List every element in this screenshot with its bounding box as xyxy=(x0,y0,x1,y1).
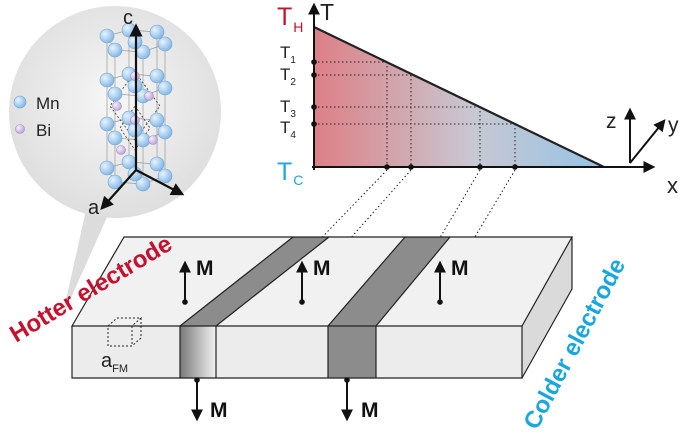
temperature-graph: T x TH T1 T2 T3 T4 TC xyxy=(277,0,678,198)
unit-cell-cube xyxy=(107,317,143,347)
coordinate-axes: z y xyxy=(606,107,679,164)
bubble-pointer xyxy=(62,188,120,318)
mn-legend-marker xyxy=(13,95,27,109)
t1-label: T1 xyxy=(280,43,296,66)
bi-legend-label: Bi xyxy=(36,121,51,140)
c-axis-label: c xyxy=(123,7,133,29)
mn-atom xyxy=(157,168,173,184)
magnetization-down-1: M xyxy=(191,377,228,422)
magnetization-up-3: M xyxy=(434,257,469,305)
mn-atom xyxy=(149,68,165,84)
b-axis-arrow xyxy=(135,169,185,196)
a-axis-label: a xyxy=(88,197,100,219)
mn-atom xyxy=(149,112,165,128)
magnetization-label: M xyxy=(210,399,228,422)
t2-label: T2 xyxy=(280,65,296,88)
ferromagnetic-slab: aFM xyxy=(70,236,574,379)
magnetization-label: M xyxy=(451,257,469,280)
level-dots xyxy=(311,59,518,170)
magnetization-down-2: M xyxy=(341,377,379,422)
mn-atom xyxy=(99,160,115,176)
t-hot-label: TH xyxy=(277,3,303,35)
level-guides xyxy=(314,61,516,167)
mn-atom xyxy=(157,36,173,52)
lattice-parameter-label: aFM xyxy=(101,350,128,375)
magnetization-up-2: M xyxy=(296,257,331,305)
bi-atom xyxy=(116,145,126,155)
t-axis-label: T xyxy=(320,0,334,25)
mn-atom xyxy=(99,116,115,132)
mn-atom xyxy=(99,72,115,88)
slab-right-face xyxy=(522,237,572,378)
mn-atom xyxy=(107,86,123,102)
bi-atom xyxy=(144,91,154,101)
mn-atom xyxy=(157,80,173,96)
magnetization-up-1: M xyxy=(179,257,214,305)
temperature-profile-line xyxy=(313,26,605,168)
z-axis-label: z xyxy=(606,110,617,133)
t-cold-label: TC xyxy=(277,158,303,188)
magnetization-label: M xyxy=(196,257,214,280)
slab-top-face xyxy=(72,237,572,326)
domain-wall-2-front xyxy=(328,326,376,378)
domain-wall-2-top xyxy=(328,237,450,326)
mn-atom xyxy=(149,24,165,40)
t3-label: T3 xyxy=(280,97,296,120)
mn-atom xyxy=(157,124,173,140)
a-axis-arrow xyxy=(100,169,137,210)
slab-front-face xyxy=(72,326,522,378)
domain-wall-1-front xyxy=(180,326,216,378)
crystal-bubble: c a Mn Bi xyxy=(9,6,221,318)
mn-atom xyxy=(107,174,123,190)
bi-atom xyxy=(148,135,158,145)
domain-wall-1-top xyxy=(180,237,329,326)
x-axis-label: x xyxy=(667,173,678,198)
magnetization-label: M xyxy=(361,399,379,422)
mn-atom xyxy=(149,156,165,172)
magnetization-label: M xyxy=(313,257,331,280)
bi-legend-marker xyxy=(15,124,25,134)
bi-atom xyxy=(112,101,122,111)
t4-label: T4 xyxy=(280,118,296,141)
mn-atom xyxy=(135,176,151,192)
mn-atom xyxy=(107,130,123,146)
magnetization-vectors: M M M M M xyxy=(179,257,469,422)
y-axis-label: y xyxy=(668,114,679,137)
y-axis-arrow xyxy=(629,119,666,164)
mn-atom xyxy=(99,28,115,44)
mn-atom xyxy=(107,42,123,58)
mn-legend-label: Mn xyxy=(36,94,60,113)
